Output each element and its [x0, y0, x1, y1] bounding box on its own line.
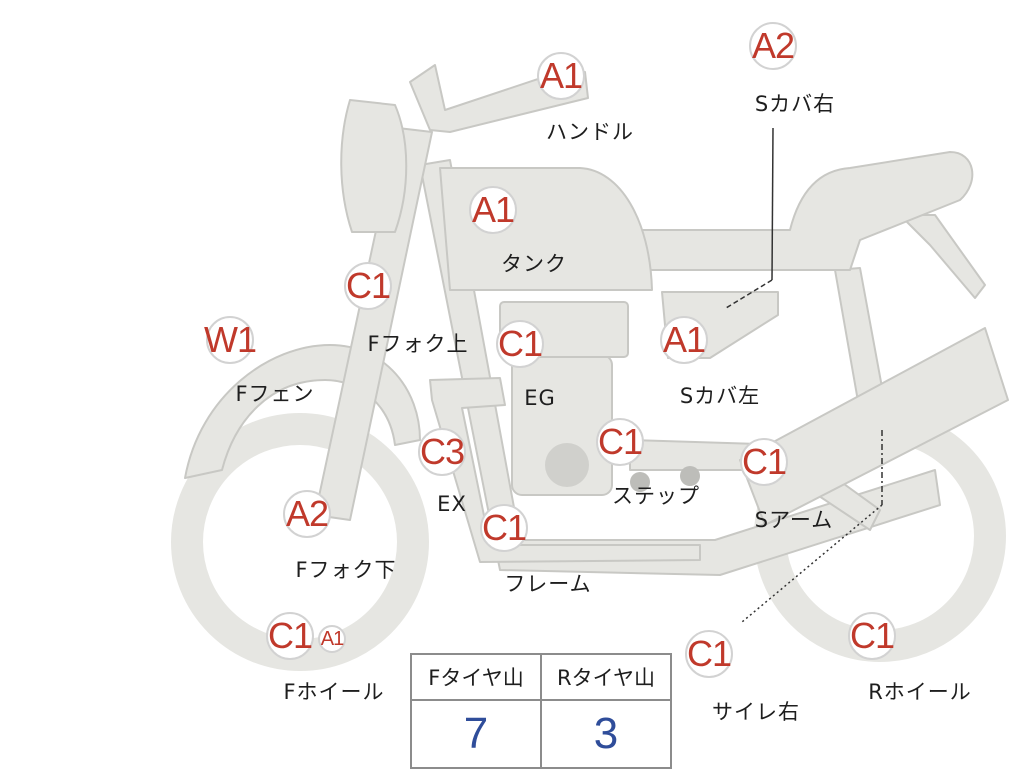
side-cover-right-code-badge: A2: [749, 22, 797, 70]
front-tire-header: Fタイヤ山: [410, 653, 542, 701]
step-label: ステップ: [612, 484, 700, 508]
muffler-right-code-badge: C1: [685, 630, 733, 678]
frame-label: フレーム: [504, 572, 592, 596]
side-cover-left-label: Sカバ左: [679, 384, 761, 408]
fork-upper-label: Fフォク上: [367, 332, 469, 356]
engine-code-badge: C1: [496, 320, 544, 368]
engine-label: EG: [524, 386, 556, 410]
engine-cover-shape: [545, 443, 589, 487]
step-peg-shape: [630, 472, 650, 492]
leader-line: [741, 504, 883, 623]
swing-arm-label: Sアーム: [754, 508, 834, 532]
leader-line: [771, 127, 774, 281]
front-wheel-code2-badge: A1: [318, 625, 346, 653]
step-code-badge: C1: [596, 418, 644, 466]
front-fender-code-badge: W1: [204, 316, 257, 364]
seat-shape: [639, 151, 974, 271]
exhaust-shape: [429, 377, 701, 563]
swing-arm-code-badge: C1: [740, 438, 788, 486]
tire-tread-table: Fタイヤ山 Rタイヤ山 7 3: [410, 653, 672, 769]
rear-fender-shape: [899, 214, 986, 299]
leader-line: [725, 279, 773, 309]
front-wheel-label: Fホイール: [283, 680, 385, 704]
fork-upper-code-badge: C1: [344, 262, 392, 310]
rear-tire-value: 3: [540, 699, 672, 769]
fork-lower-label: Fフォク下: [295, 558, 397, 582]
exhaust-code-badge: C3: [418, 428, 466, 476]
rear-wheel-label: Rホイール: [868, 680, 972, 704]
front-tire-value: 7: [410, 699, 542, 769]
frame-code-badge: C1: [480, 504, 528, 552]
front-fork-shape: [314, 127, 433, 521]
exhaust-label: EX: [437, 492, 467, 516]
tank-label: タンク: [501, 252, 567, 276]
headlight-shape: [340, 99, 408, 233]
muffler-right-label: サイレ右: [712, 700, 800, 724]
front-fender-label: Fフェン: [235, 382, 315, 406]
rear-wheel-code-badge: C1: [848, 612, 896, 660]
fork-lower-code-badge: A2: [283, 490, 331, 538]
handle-label: ハンドル: [546, 120, 634, 144]
rear-tire-header: Rタイヤ山: [540, 653, 672, 701]
handle-code-badge: A1: [537, 52, 585, 100]
front-wheel-code-badge: C1: [266, 612, 314, 660]
side-cover-right-label: Sカバ右: [754, 92, 836, 116]
muffler-shape: [739, 327, 1009, 526]
step-peg-shape: [680, 466, 700, 486]
tank-code-badge: A1: [469, 186, 517, 234]
side-cover-left-code-badge: A1: [660, 316, 708, 364]
